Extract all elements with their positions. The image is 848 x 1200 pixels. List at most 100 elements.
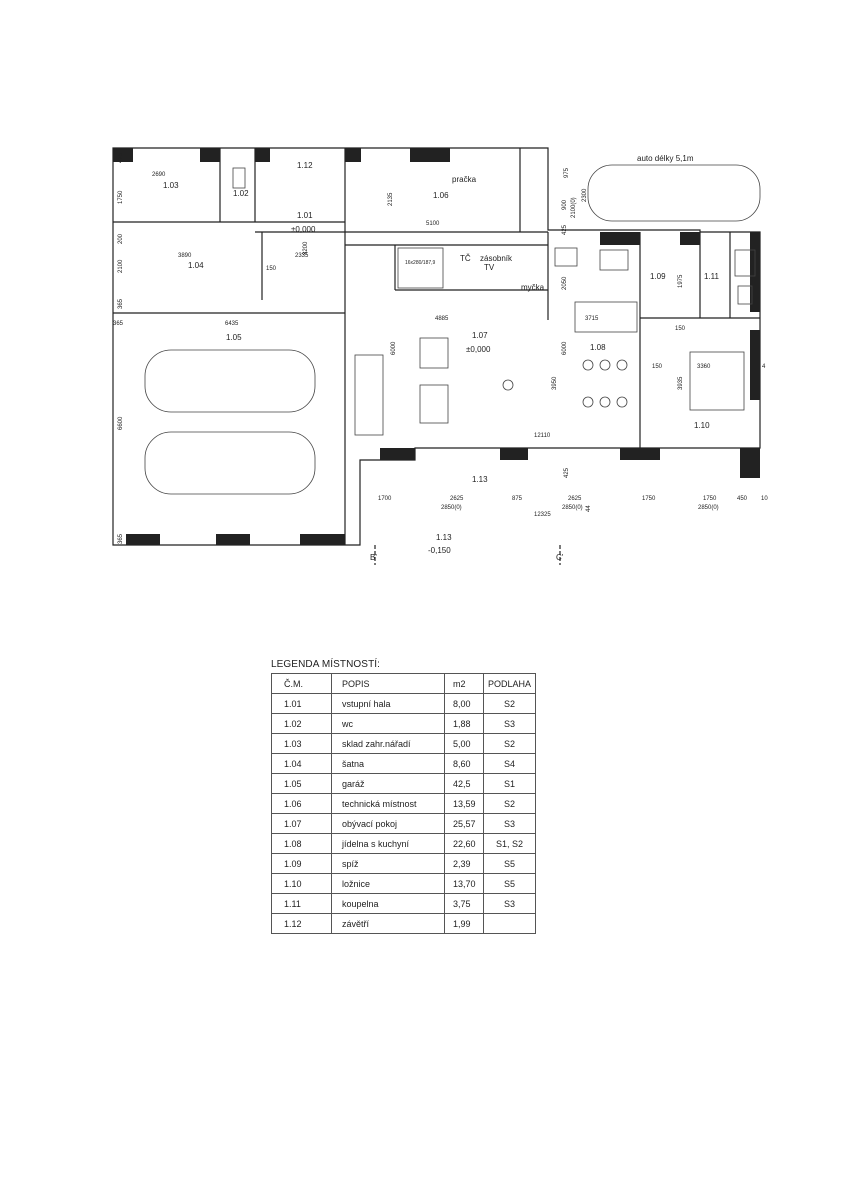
dim-label: 2100(0) (571, 197, 577, 218)
dim-label: 44 (586, 505, 592, 512)
room-code: 1.10 (694, 421, 710, 430)
dining-chair-icon (582, 359, 594, 371)
dining-chair-icon (616, 359, 628, 371)
dining-chair-icon (599, 396, 611, 408)
wall-block (750, 330, 760, 400)
table-cell: 1.02 (271, 713, 332, 734)
armchair-icon (419, 337, 449, 369)
room-code: 1.05 (226, 333, 242, 342)
dim-label: 6600 (118, 416, 124, 430)
dining-chair-icon (616, 396, 628, 408)
dim-label: 365 (118, 298, 124, 309)
table-cell: S5 (482, 853, 537, 874)
table-cell: 5,00 (444, 733, 484, 754)
stairs-label: 16x280/187,9 (405, 260, 436, 266)
pracka-label: pračka (452, 175, 477, 184)
table-cell: 1.03 (271, 733, 332, 754)
dim-label: 2335 (295, 253, 309, 259)
table-cell: obývací pokoj (331, 813, 445, 834)
table-cell: 1,99 (444, 913, 484, 934)
dim-label: 3715 (585, 316, 599, 322)
table-cell: 1.08 (271, 833, 332, 854)
table-cell: 42,5 (444, 773, 484, 794)
dim-label: 2050 (562, 276, 568, 290)
room-level: -0,150 (428, 546, 451, 555)
wall-block (300, 534, 345, 545)
dim-label: 3200 (303, 241, 309, 255)
stove-icon (502, 379, 514, 391)
table-cell: S2 (482, 793, 537, 814)
dim-label: 6000 (391, 341, 397, 355)
dim-label: 3890 (178, 253, 192, 259)
floor-plan: 1.03 1.02 1.12 1.01 ±0,000 1.06 1.04 1.0… (112, 147, 768, 565)
tc-label: TČ (460, 254, 471, 263)
dim-label: 365 (118, 533, 124, 544)
stairs-icon (397, 247, 444, 289)
table-cell: technická místnost (331, 793, 445, 814)
dim-label: 425 (118, 152, 124, 163)
dim-label: 1750 (118, 190, 124, 204)
dim-label: 2850(0) (441, 505, 462, 511)
dim-label: 450 (737, 496, 748, 502)
table-cell: wc (331, 713, 445, 734)
table-cell: spíž (331, 853, 445, 874)
table-cell: S3 (482, 893, 537, 914)
dim-label: 425 (562, 224, 568, 235)
wall-block (740, 448, 760, 478)
room-code: 1.02 (233, 189, 249, 198)
dim-label: 3950 (552, 376, 558, 390)
wall-block (500, 448, 528, 460)
room-code: 1.11 (704, 272, 720, 281)
room-code: 1.03 (163, 181, 179, 190)
wall-block (216, 534, 250, 545)
table-cell: 1,88 (444, 713, 484, 734)
wall-block (126, 534, 160, 545)
table-cell: 3,75 (444, 893, 484, 914)
room-code: 1.08 (590, 343, 606, 352)
dim-label: 1750 (703, 496, 717, 502)
dim-label: 1975 (678, 274, 684, 288)
table-cell: jídelna s kuchyní (331, 833, 445, 854)
dim-label: 1700 (378, 496, 392, 502)
table-cell: závětří (331, 913, 445, 934)
dim-label: 200 (118, 233, 124, 244)
table-cell: S2 (482, 733, 537, 754)
dim-label: 6000 (562, 341, 568, 355)
car-icon (587, 164, 761, 222)
car-icon (144, 431, 316, 495)
table-cell: S2 (482, 693, 537, 714)
dim-label: 425 (564, 467, 570, 478)
dim-label: 3935 (678, 376, 684, 390)
table-cell (482, 913, 537, 934)
table-cell: 1.10 (271, 873, 332, 894)
section-c-label: C' (556, 553, 564, 562)
table-cell: S5 (482, 873, 537, 894)
wall-block (200, 148, 220, 162)
tv-label: TV (484, 263, 495, 272)
table-cell: 1.11 (271, 893, 332, 914)
room-code: 1.09 (650, 272, 666, 281)
room-code: 1.07 (472, 331, 488, 340)
mycka-label: myčka (521, 283, 545, 292)
dim-label: 2625 (450, 496, 464, 502)
table-cell: S4 (482, 753, 537, 774)
dim-label: 2850(0) (698, 505, 719, 511)
dim-label: 1750 (642, 496, 656, 502)
dim-label: 900 (562, 199, 568, 210)
table-cell: 1.05 (271, 773, 332, 794)
room-code: 1.06 (433, 191, 449, 200)
dim-label: 12110 (534, 433, 551, 439)
dim-label: 150 (675, 326, 686, 332)
wall-block (255, 148, 270, 162)
table-cell: garáž (331, 773, 445, 794)
wall-outline (112, 147, 761, 546)
